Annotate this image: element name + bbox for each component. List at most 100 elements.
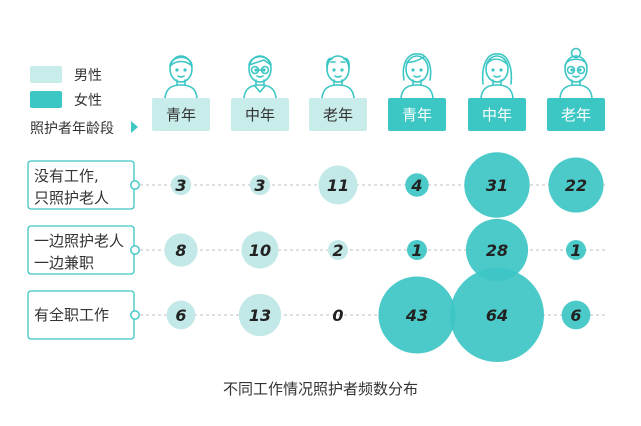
column-header-2 (231, 98, 289, 131)
middle-aged-woman-icon-bangs (486, 58, 508, 65)
middle-aged-woman-icon-eye-right (499, 68, 503, 72)
old-man-icon-shoulders (321, 84, 355, 99)
young-woman-icon-bangs (406, 56, 425, 63)
old-man-icon-face (326, 55, 350, 83)
bubble-r1-c6 (548, 157, 604, 213)
old-woman-icon-eye-right (578, 68, 582, 72)
bubble-value-r1-c3: 11 (327, 176, 349, 195)
bubble-value-r1-c6: 22 (565, 176, 587, 195)
row-label-line-2-2: 一边兼职 (34, 254, 94, 272)
legend-male-label: 男性 (74, 68, 102, 84)
bubble-r3-c6 (561, 300, 591, 330)
column-header-label-1: 青年 (166, 106, 196, 124)
bubble-r1-c2 (249, 174, 271, 196)
column-header-4 (388, 98, 446, 131)
legend-female-swatch (30, 91, 62, 108)
row-connector-dot-1 (130, 180, 140, 190)
young-man-icon-face (169, 55, 193, 83)
legend-male-swatch (30, 66, 62, 83)
middle-aged-man-icon-eye-right (262, 68, 266, 72)
bubble-value-r2-c3: 2 (332, 241, 343, 260)
bubble-value-r2-c4: 1 (411, 241, 422, 260)
arrow-right-icon (131, 121, 138, 133)
old-woman-icon (559, 47, 593, 99)
bubble-value-r3-c2: 13 (249, 306, 271, 325)
young-woman-icon-eye-right (419, 68, 423, 72)
chart-title: 不同工作情况照护者频数分布 (222, 380, 418, 398)
old-woman-icon-hair (564, 58, 588, 67)
bubble-value-r3-c6: 6 (570, 306, 581, 325)
middle-aged-woman-icon-eye-left (491, 68, 495, 72)
young-man-icon-eye-left (175, 68, 179, 72)
bubble-r1-c1 (170, 174, 192, 196)
row-connector-dot-2 (130, 245, 140, 255)
age-group-label: 照护者年龄段 (30, 121, 114, 137)
young-man-icon-mouth (177, 75, 185, 78)
bubble-value-r3-c1: 6 (175, 306, 186, 325)
middle-aged-woman-icon-mouth (493, 75, 501, 78)
old-woman-icon-hair-bun (570, 47, 582, 59)
middle-aged-man-icon-hair (248, 55, 272, 66)
young-woman-icon-hair (402, 53, 432, 81)
middle-aged-man-icon-eye-left (254, 68, 258, 72)
bubble-r1-c5 (464, 152, 530, 218)
old-man-icon (321, 55, 355, 99)
young-woman-icon-mouth (413, 75, 421, 78)
row-label-line-2-1: 一边照护老人 (34, 232, 124, 250)
middle-aged-woman-icon-face (485, 55, 509, 83)
old-man-icon-mouth (334, 75, 342, 78)
bubble-r2-c4 (407, 240, 427, 260)
middle-aged-man-icon-shoulders (243, 84, 277, 99)
middle-aged-man-icon-mouth (256, 75, 264, 78)
row-label-line-3-1: 有全职工作 (34, 306, 109, 324)
young-man-icon (164, 55, 198, 99)
bubble-r3-c2 (238, 293, 282, 337)
old-woman-icon-glasses-right (576, 65, 586, 75)
bubble-value-r2-c1: 8 (175, 241, 186, 260)
bubble-r2-c2 (241, 231, 279, 269)
young-man-icon-hair (169, 56, 193, 67)
bubble-value-r2-c5: 28 (486, 241, 508, 260)
row-connector-dot-3 (130, 310, 140, 320)
column-header-label-3: 老年 (323, 106, 353, 124)
young-woman-icon-shoulders (400, 84, 434, 99)
bubble-value-r1-c5: 31 (486, 176, 508, 195)
old-woman-icon-shoulders (559, 84, 593, 99)
middle-aged-man-icon-collar (254, 85, 266, 93)
old-man-icon-eye-left (332, 68, 336, 72)
young-woman-icon-eye-left (411, 68, 415, 72)
middle-aged-woman-icon-shoulders (480, 84, 514, 99)
bubble-value-r2-c2: 10 (249, 241, 271, 260)
column-header-label-2: 中年 (245, 106, 275, 124)
bubble-value-r2-c6: 1 (570, 241, 581, 260)
bubble-value-r1-c4: 4 (410, 176, 422, 195)
old-woman-icon-eye-left (570, 68, 574, 72)
column-header-6 (547, 98, 605, 131)
column-header-label-5: 中年 (482, 106, 512, 124)
bubble-r2-c1 (164, 233, 198, 267)
young-woman-icon (400, 53, 434, 99)
middle-aged-man-icon (243, 55, 277, 99)
young-man-icon-shoulders (164, 84, 198, 99)
column-header-3 (309, 98, 367, 131)
bubble-value-r3-c4: 43 (405, 306, 428, 325)
old-woman-icon-mouth (572, 75, 580, 78)
middle-aged-woman-icon (480, 53, 514, 99)
old-woman-icon-face (564, 55, 588, 83)
bubble-r1-c3 (318, 165, 358, 205)
bubble-value-r3-c3: 0 (332, 306, 343, 325)
bubble-r2-c6 (566, 240, 586, 260)
bubble-r3-c1 (166, 300, 196, 330)
column-header-label-4: 青年 (402, 106, 432, 124)
bubble-value-r3-c5: 64 (486, 306, 508, 325)
bubble-r3-c5 (450, 268, 544, 362)
middle-aged-woman-icon-hair (481, 53, 513, 85)
row-label-line-1-1: 没有工作, (34, 167, 99, 185)
column-header-1 (152, 98, 210, 131)
young-man-icon-eye-right (183, 68, 187, 72)
old-man-icon-eye-right (340, 68, 344, 72)
column-header-label-6: 老年 (561, 106, 591, 124)
legend-female-label: 女性 (74, 93, 102, 109)
